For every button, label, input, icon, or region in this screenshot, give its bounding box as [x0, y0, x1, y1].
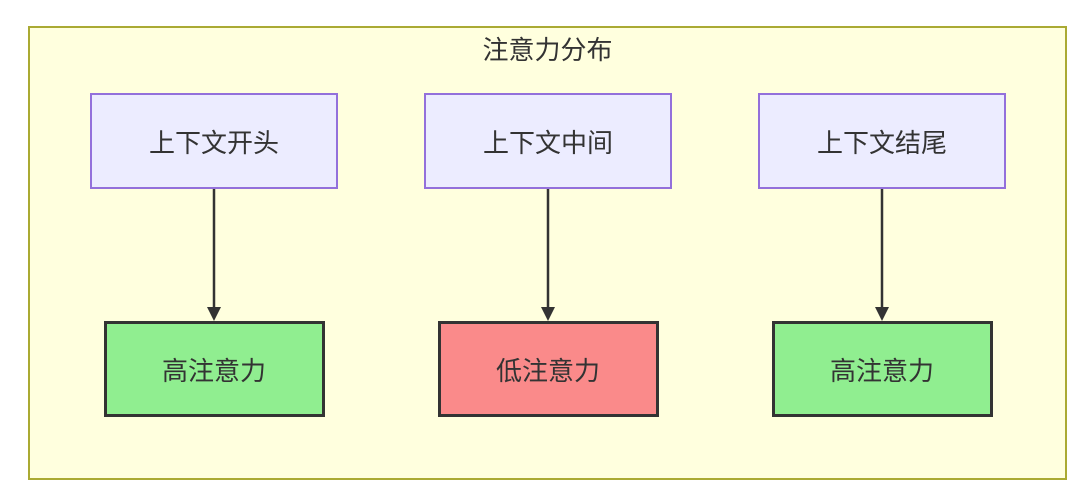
node-high-attention-right: 高注意力 [771, 321, 993, 417]
down-arrow-icon [207, 189, 221, 321]
node-low-attention-middle: 低注意力 [437, 321, 659, 417]
node-context-end: 上下文结尾 [758, 93, 1006, 189]
node-high-attention-left: 高注意力 [103, 321, 325, 417]
node-context-start: 上下文开头 [90, 93, 338, 189]
down-arrow-icon [541, 189, 555, 321]
flow-column-context-start: 上下文开头 高注意力 [90, 93, 338, 417]
down-arrow-icon [875, 189, 889, 321]
attention-distribution-group: 注意力分布 上下文开头 高注意力 上下文中间 低注意力 上下文结尾 高注意力 [28, 26, 1067, 480]
node-context-middle: 上下文中间 [424, 93, 672, 189]
diagram-title: 注意力分布 [482, 35, 613, 65]
flow-column-context-end: 上下文结尾 高注意力 [758, 93, 1006, 417]
flow-column-context-middle: 上下文中间 低注意力 [424, 93, 672, 417]
